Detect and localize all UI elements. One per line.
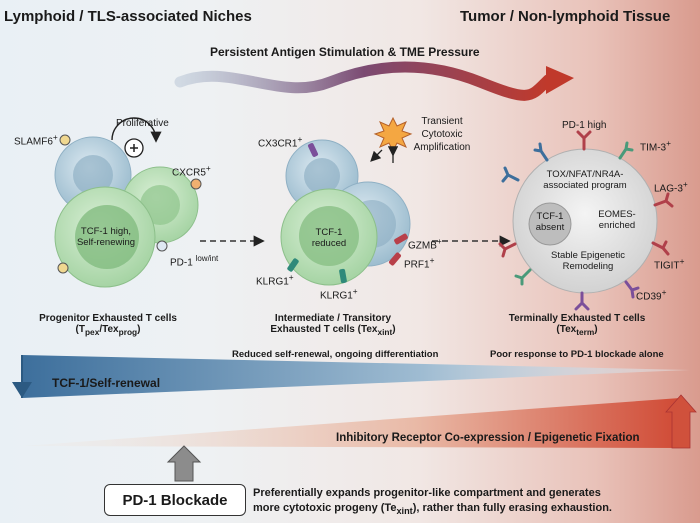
pd1-high-label: PD-1 high — [562, 120, 607, 131]
intermediate-title: Intermediate / Transitory Exhausted T ce… — [270, 313, 396, 337]
terminal-note: Poor response to PD-1 blockade alone — [490, 349, 664, 360]
tcf1-gradient-label: TCF-1/Self-renewal — [52, 376, 161, 390]
header-tumor: Tumor / Non-lymphoid Tissue — [460, 8, 671, 25]
tox-program-label: TOX/NFAT/NR4A-associated program — [543, 169, 627, 191]
klrg1-label-b: KLRG1+ — [320, 286, 358, 302]
tim3-label: TIM-3+ — [640, 138, 671, 154]
cxcr5-label: CXCR5+ — [172, 163, 211, 179]
terminal-title: Terminally Exhausted T cells (Texterm) — [508, 313, 646, 337]
intermediate-note: Reduced self-renewal, ongoing differenti… — [232, 349, 439, 360]
pressure-label: Persistent Antigen Stimulation & TME Pre… — [210, 45, 480, 59]
inhibitory-gradient — [22, 398, 680, 448]
slamf6-label: SLAMF6+ — [14, 132, 58, 148]
cd39-label: CD39+ — [636, 287, 667, 303]
terminal-cell — [498, 130, 674, 311]
blockade-description: Preferentially expands progenitor-like c… — [253, 487, 612, 517]
proliferative-label: Proliferative — [116, 118, 169, 129]
tigit-label: TIGIT+ — [654, 256, 685, 272]
prf1-label: PRF1+ — [404, 255, 435, 271]
klrg1-label-a: KLRG1+ — [256, 272, 294, 288]
header-lymphoid: Lymphoid / TLS-associated Niches — [4, 8, 252, 25]
gzmb-label: GZMB+ — [408, 236, 442, 252]
progenitor-core-label: TCF-1 high,Self-renewing — [76, 226, 136, 248]
pd1-blockade-box: PD-1 Blockade — [104, 484, 246, 516]
pd1-low-label: PD-1 low/int — [170, 254, 219, 269]
lag3-label: LAG-3+ — [654, 179, 688, 195]
tcf1-gradient — [22, 355, 690, 398]
intermediate-cells — [280, 116, 413, 286]
progenitor-title: Progenitor Exhausted T cells (Tpex/Texpr… — [39, 313, 177, 337]
eomes-label: EOMES-enriched — [598, 209, 636, 231]
progenitor-cells — [54, 117, 202, 288]
inhibitory-gradient-label: Inhibitory Receptor Co-expression / Epig… — [336, 432, 640, 444]
cx3cr1-label: CX3CR1+ — [258, 134, 303, 150]
